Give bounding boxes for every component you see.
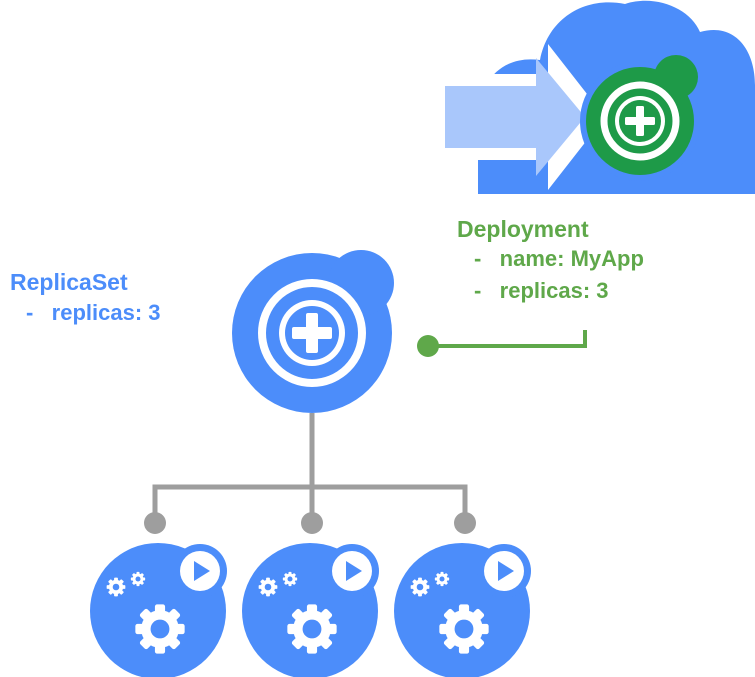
connector-dot xyxy=(144,512,166,534)
connector-dot xyxy=(454,512,476,534)
pods xyxy=(90,543,531,677)
replicaset-icon xyxy=(232,250,394,413)
connector-dots xyxy=(144,512,476,534)
arrow-icon xyxy=(445,58,585,176)
deployment-icon xyxy=(580,55,700,181)
replicaset-prop-replicas: - replicas: 3 xyxy=(26,300,161,325)
pod-gears-icon xyxy=(394,543,531,677)
replicaset-label: ReplicaSet xyxy=(10,269,128,295)
deployment-prop-name: - name: MyApp xyxy=(474,246,644,271)
deployment-connector xyxy=(417,330,587,357)
pod-gears-icon xyxy=(90,543,227,677)
replica-tree-connector xyxy=(152,413,468,520)
deployment-label: Deployment xyxy=(457,216,589,242)
pod-gears-icon xyxy=(242,543,379,677)
connector-dot xyxy=(301,512,323,534)
deployment-prop-replicas: - replicas: 3 xyxy=(474,278,609,303)
